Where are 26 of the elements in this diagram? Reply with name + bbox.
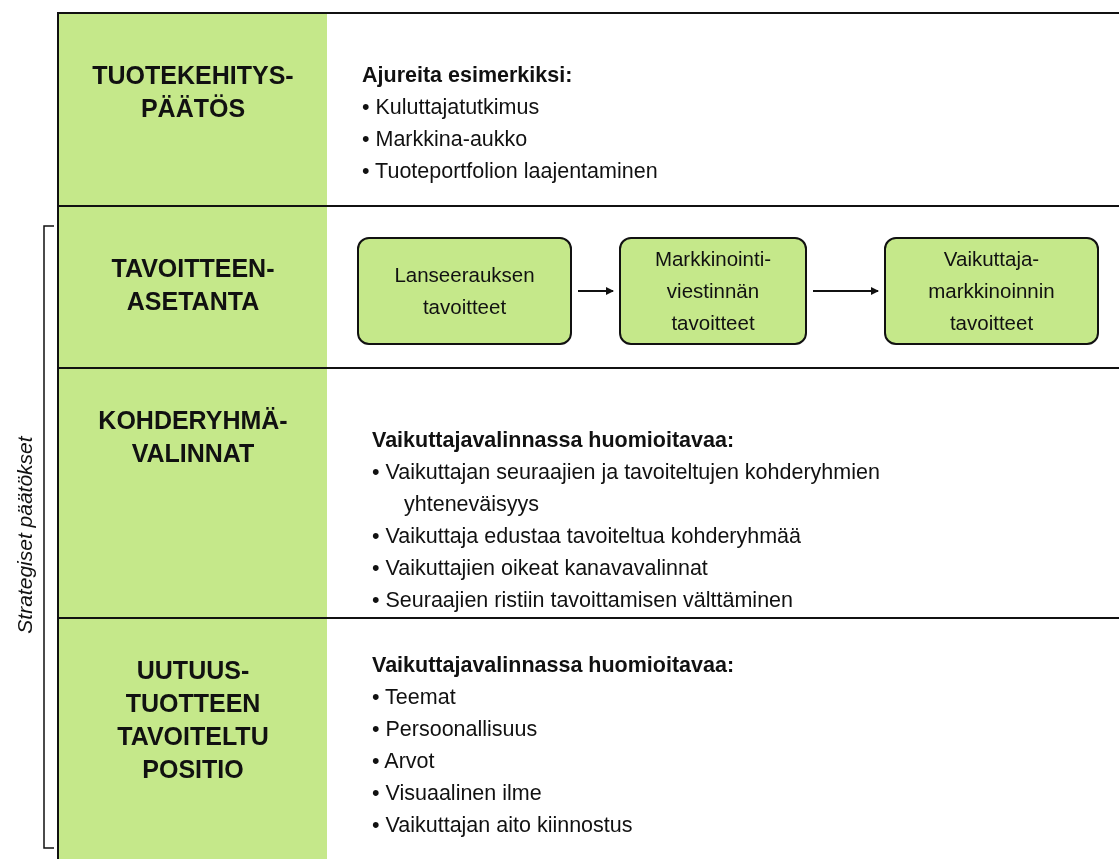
arrow <box>812 287 879 295</box>
row-heading: UUTUUS- TUOTTEEN TAVOITELTU POSITIO <box>59 619 327 859</box>
bullet-item: • Tuoteportfolion laajentaminen <box>362 158 659 185</box>
bullet-item: • Vaikuttajien oikeat kanavavalinnat <box>372 555 709 582</box>
list-title: Vaikuttajavalinnassa huomioitavaa: <box>372 652 736 679</box>
bullet-item: • Kuluttajatutkimus <box>362 94 541 121</box>
list-title: Ajureita esimerkiksi: <box>362 62 574 89</box>
goal-box: Vaikuttaja- markkinoinnin tavoitteet <box>884 237 1099 345</box>
arrow <box>577 287 614 295</box>
row-heading: TAVOITTEEN- ASETANTA <box>59 207 327 367</box>
bullet-item: • Vaikuttaja edustaa tavoiteltua kohderyhmää <box>372 523 803 550</box>
bullet-item: • Teemat <box>372 684 457 711</box>
row-heading: KOHDERYHMÄ- VALINNAT <box>59 369 327 617</box>
goal-box: Markkinointi- viestinnän tavoitteet <box>619 237 807 345</box>
goal-box: Lanseerauksen tavoitteet <box>357 237 572 345</box>
bullet-item: • Vaikuttajan seuraajien ja tavoiteltujen kohderyhmien yhteneväisyys <box>372 459 881 518</box>
bullet-item: • Markkina-aukko <box>362 126 529 153</box>
list-title: Vaikuttajavalinnassa huomioitavaa: <box>372 427 736 454</box>
bullet-item: • Visuaalinen ilme <box>372 780 543 807</box>
bullet-item: • Seuraajien ristiin tavoittamisen välttäminen <box>372 587 794 614</box>
row-heading: TUOTEKEHITYS- PÄÄTÖS <box>59 14 327 205</box>
bullet-item: • Vaikuttajan aito kiinnostus <box>372 812 634 839</box>
bullet-item: • Persoonallisuus <box>372 716 539 743</box>
bullet-item: • Arvot <box>372 748 436 775</box>
table-row <box>57 12 1119 207</box>
side-label: Strategiset päätökset <box>13 436 37 634</box>
